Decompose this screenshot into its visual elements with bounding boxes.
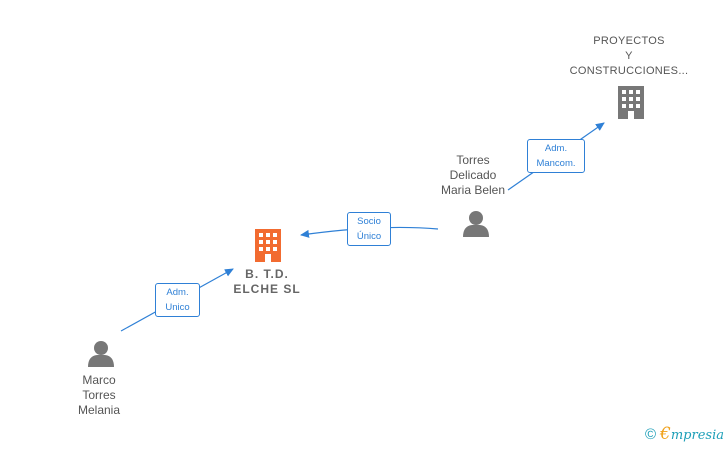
person-name-marco[interactable]: Marco Torres Melania — [77, 373, 121, 417]
building-icon[interactable] — [255, 229, 281, 262]
company-name-main[interactable]: B. T.D. ELCHE SL — [233, 267, 301, 296]
person-icon[interactable] — [463, 211, 489, 237]
brand-footer[interactable]: © €mpresia — [645, 424, 724, 444]
person-icon[interactable] — [88, 341, 114, 367]
person-name-torres[interactable]: Torres Delicado Maria Belen — [440, 153, 506, 197]
building-icon[interactable] — [618, 86, 644, 119]
edge-label-adm-mancom: Adm. Mancom. — [527, 139, 585, 173]
edge-label-socio-unico: Socio Único — [347, 212, 391, 246]
company-name-other[interactable]: PROYECTOS Y CONSTRUCCIONES... — [569, 35, 689, 77]
copyright-icon: © — [644, 425, 657, 443]
brand-logo: €mpresia — [660, 424, 724, 444]
edge-label-adm-unico: Adm. Unico — [155, 283, 200, 317]
